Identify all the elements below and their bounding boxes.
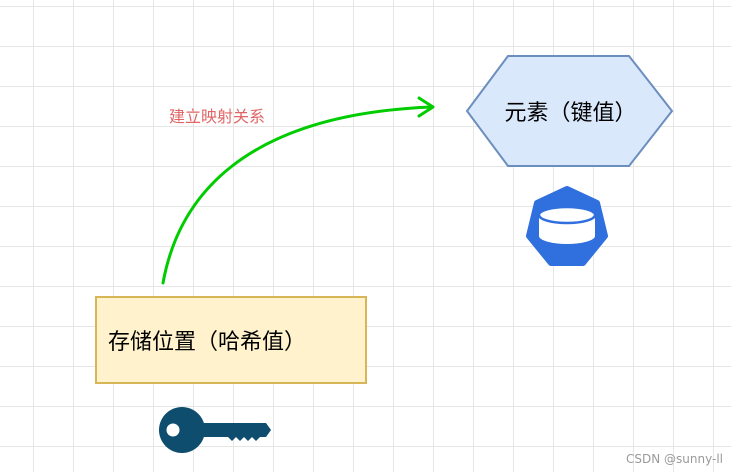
database-icon	[526, 186, 608, 266]
mapping-arrow[interactable]	[161, 105, 433, 285]
mapping-arrowhead	[417, 96, 435, 118]
element-hexagon-shape[interactable]	[465, 55, 674, 167]
edge-label: 建立映射关系	[169, 107, 266, 126]
watermark: CSDN @sunny-ll	[626, 452, 723, 466]
element-node-label: 元素（键值）	[504, 101, 637, 126]
key-icon	[159, 407, 271, 453]
storage-location-node[interactable]: 存储位置（哈希值）	[95, 296, 367, 384]
storage-location-label: 存储位置（哈希值）	[108, 330, 307, 355]
